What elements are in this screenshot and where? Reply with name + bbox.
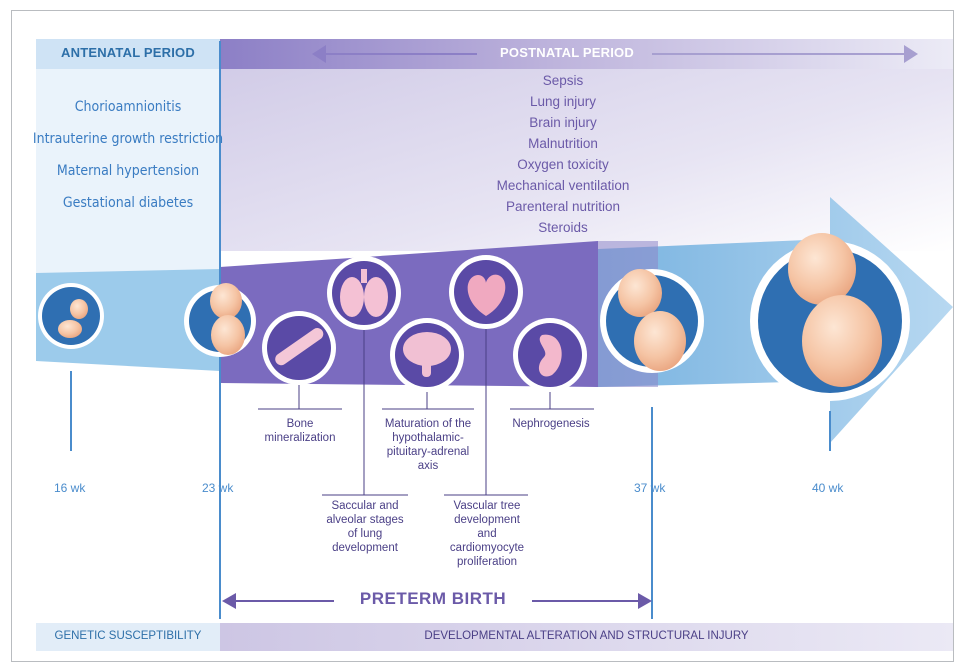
fetus-16wk [38, 283, 104, 349]
heart-caption: Vascular tree development and cardiomyoc… [444, 499, 530, 569]
bone-caption: Bone mineralization [258, 417, 342, 445]
postnatal-factor: Oxygen toxicity [433, 157, 693, 172]
brain-organ [390, 318, 464, 392]
lung-organ [327, 256, 401, 330]
lung-caption: Saccular and alveolar stages of lung dev… [324, 499, 406, 555]
week-label-23: 23 wk [202, 481, 233, 495]
kidney-organ [513, 318, 587, 392]
antenatal-factor: Intrauterine growth restriction [12, 131, 244, 147]
bone-organ [262, 311, 336, 385]
postnatal-factor: Brain injury [433, 115, 693, 130]
antenatal-factor: Maternal hypertension [12, 163, 244, 179]
week-label-16: 16 wk [54, 481, 85, 495]
week-label-40: 40 wk [812, 481, 843, 495]
heart-organ [449, 255, 523, 329]
footer-developmental-label: DEVELOPMENTAL ALTERATION AND STRUCTURAL … [220, 630, 953, 642]
postnatal-factor: Mechanical ventilation [433, 178, 693, 193]
kidney-caption: Nephrogenesis [506, 417, 596, 431]
diagram-frame: ANTENATAL PERIOD POSTNATAL PERIOD Chorio… [11, 10, 954, 662]
fetus-37wk [600, 269, 704, 373]
week-label-37: 37 wk [634, 481, 665, 495]
postnatal-factor: Sepsis [433, 73, 693, 88]
antenatal-factor: Gestational diabetes [12, 195, 244, 211]
postnatal-factor: Parenteral nutrition [433, 199, 693, 214]
antenatal-header: ANTENATAL PERIOD [36, 45, 220, 60]
brain-caption: Maturation of the hypothalamic-pituitary… [376, 417, 480, 473]
postnatal-header: POSTNATAL PERIOD [482, 45, 652, 60]
postnatal-factor: Lung injury [433, 94, 693, 109]
footer-genetic-label: GENETIC SUSCEPTIBILITY [36, 630, 220, 642]
postnatal-factor: Malnutrition [433, 136, 693, 151]
preterm-birth-label: PRETERM BIRTH [334, 589, 532, 609]
postnatal-factor: Steroids [433, 220, 693, 235]
antenatal-factor: Chorioamnionitis [12, 99, 244, 115]
